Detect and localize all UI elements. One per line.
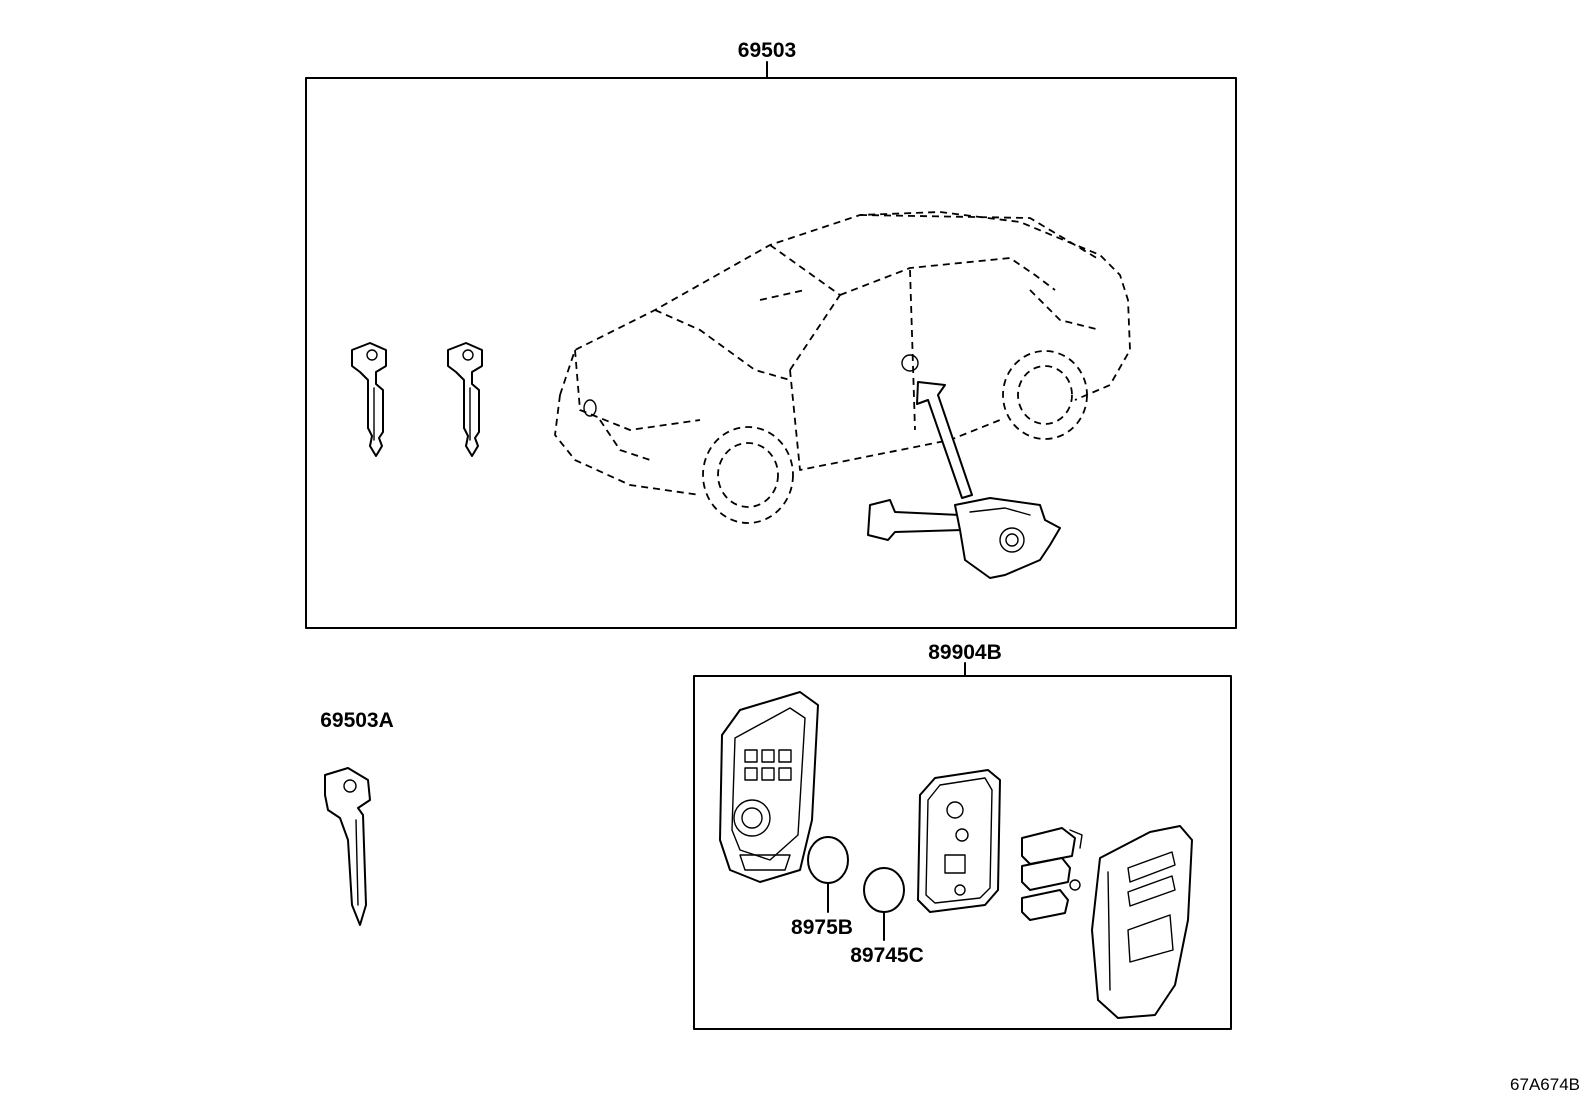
key-blade-icon [324,767,371,926]
part-label-69503A[interactable]: 69503A [320,709,394,732]
key-blade-icon [447,342,483,457]
key-blade-icon [351,342,387,457]
transmitter-assembly-group: 89904B 8975B 89745C [693,641,1232,1030]
vehicle-sedan-icon [554,211,1131,524]
key-cover-icon [1091,825,1193,1019]
button-pad-icon [1021,827,1083,921]
circuit-board-icon [917,769,1001,913]
assembly-frame [305,77,1237,629]
assembly-frame [693,675,1232,1030]
spare-key-group: 69503A [320,709,394,926]
diagram-code: 67A674B [1510,1075,1580,1094]
part-label-69503[interactable]: 69503 [738,39,796,62]
battery-icon [863,867,905,941]
key-case-icon [719,691,819,883]
lock-set-assembly-group: 69503 [305,39,1237,629]
battery-cover-icon [807,836,849,913]
arrow-icon [916,381,973,499]
part-label-89904B[interactable]: 89904B [928,641,1002,664]
part-label-89745C[interactable]: 89745C [850,944,924,967]
part-label-8975B[interactable]: 8975B [791,916,853,939]
door-lock-cylinder-icon [867,497,1061,579]
